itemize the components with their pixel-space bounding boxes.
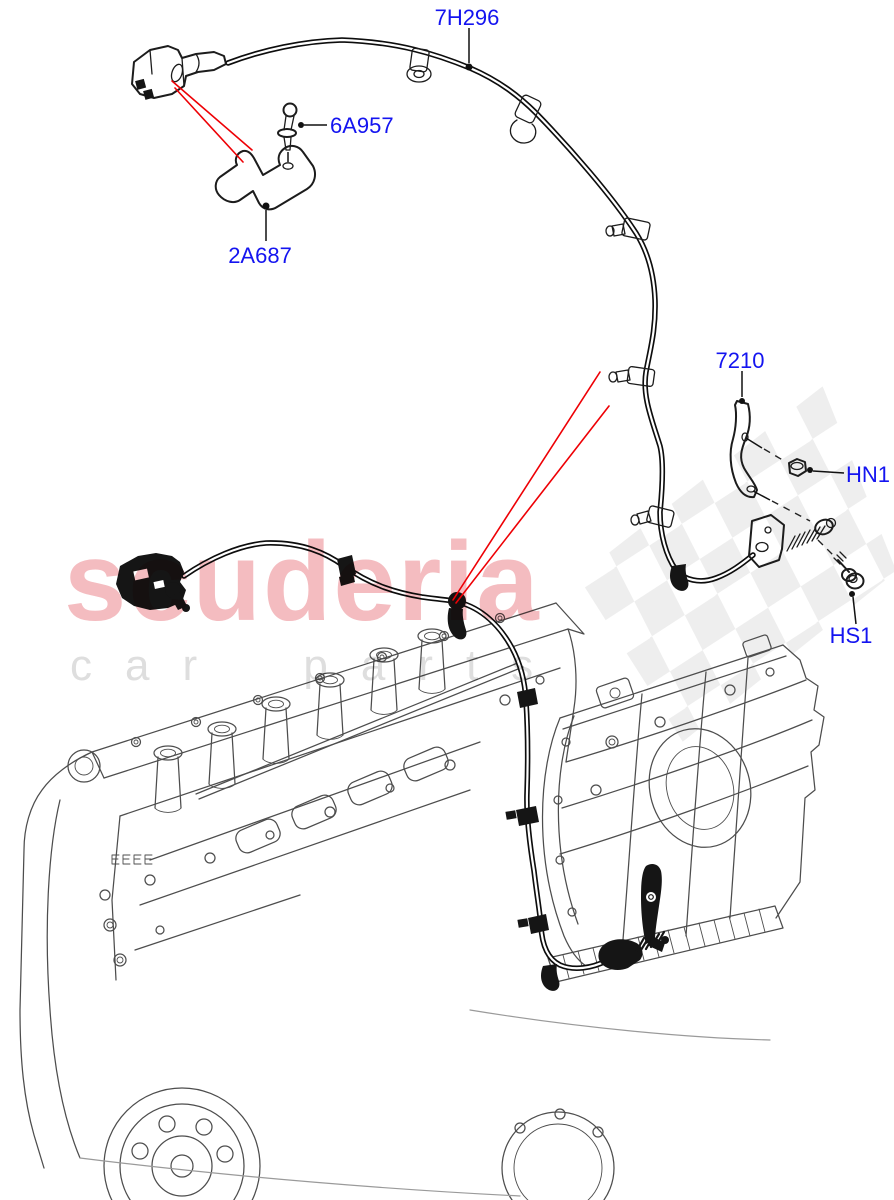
part-label-hn1[interactable]: HN1 [846, 462, 890, 487]
part-label-2a687[interactable]: 2A687 [228, 243, 292, 268]
cable-clip [630, 505, 675, 528]
part-label-7210[interactable]: 7210 [716, 348, 765, 373]
leader-hs1 [852, 596, 857, 625]
cable-grommet [448, 592, 466, 610]
intake-trumpets [153, 628, 447, 813]
cable-end-bracket-right [748, 514, 785, 568]
part-label-6a957[interactable]: 6A957 [330, 113, 394, 138]
cable-clip [406, 47, 432, 83]
assembly-dashed-lines [745, 437, 837, 559]
transmission-line-art [541, 634, 825, 983]
engine-line-art [19, 602, 771, 1200]
part-7210-lever-bracket [729, 400, 758, 499]
part-hs1-screw [833, 551, 865, 590]
part-6a957-ball-pin [277, 102, 298, 170]
cable-clip [605, 217, 651, 241]
cable-end-connector-upper [131, 45, 227, 100]
cable-clip [509, 94, 542, 144]
cable-clip [541, 964, 560, 991]
part-2a687-bracket [214, 144, 316, 211]
shift-cable-assembly [131, 37, 837, 591]
cable-clip [670, 564, 689, 591]
leader-hn1 [812, 470, 845, 474]
transmission-shift-lever [641, 863, 665, 952]
part-label-hs1[interactable]: HS1 [830, 623, 873, 648]
cable-clip [517, 688, 538, 708]
cable-clip [516, 806, 539, 826]
cable-clip [337, 555, 356, 579]
cable-end-fitting [598, 939, 643, 970]
part-label-7h296[interactable]: 7H296 [435, 5, 500, 30]
selector-cable-assembly [116, 540, 669, 991]
crank-pulley [103, 1087, 261, 1200]
callouts: 7H296 6A957 2A687 7210 HN1 HS1 [228, 5, 890, 648]
cable-clip [608, 366, 656, 387]
cable-end-connector-lower [116, 553, 190, 612]
cable-spring [786, 517, 837, 552]
part-hn1-nut [788, 458, 807, 477]
cable-clip [528, 914, 549, 934]
